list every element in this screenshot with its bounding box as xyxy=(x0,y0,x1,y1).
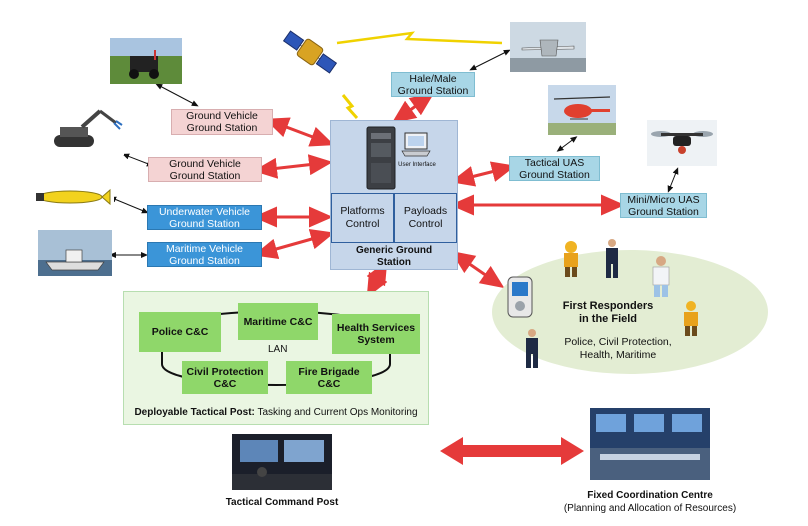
station-label-line1: Maritime Vehicle xyxy=(165,242,244,255)
health-services-node[interactable]: Health Services System xyxy=(332,314,420,354)
underwater-vehicle-station[interactable]: Underwater Vehicle Ground Station xyxy=(147,205,262,230)
tactical-post-caption: Deployable Tactical Post: Tasking and Cu… xyxy=(124,407,428,418)
ground-vehicle-station-2[interactable]: Ground Vehicle Ground Station xyxy=(148,157,262,182)
payloads-control-line1: Payloads xyxy=(403,205,448,217)
first-responders-subtitle: Police, Civil Protection, Health, Mariti… xyxy=(548,336,688,362)
fixed-coordination-centre-sub: (Planning and Allocation of Resources) xyxy=(563,503,737,514)
responders-oval xyxy=(492,250,768,374)
tactical-command-post-label: Tactical Command Post xyxy=(225,497,339,508)
firefighter-icon xyxy=(684,301,698,336)
fire-line1: Fire Brigade xyxy=(298,365,360,378)
fixed-coordination-centre-label: Fixed Coordination Centre xyxy=(587,490,713,501)
black-arrow-tactical xyxy=(556,136,578,152)
tactical-command-post-photo xyxy=(232,434,332,490)
station-label-line2: Ground Station xyxy=(628,205,699,218)
fr-title-line2: in the Field xyxy=(578,313,638,325)
generic-ground-station-title: Generic Ground Station xyxy=(331,245,457,269)
lightning-bolt-icon xyxy=(336,31,503,45)
underwater-vehicle-photo xyxy=(30,175,114,215)
black-arrow-hale xyxy=(469,49,511,71)
quadcopter-photo xyxy=(647,120,717,166)
server-rack-icon xyxy=(366,126,396,190)
black-arrow-mini xyxy=(667,167,679,193)
station-label-line2: Ground Station xyxy=(519,168,590,181)
health-line2: System xyxy=(357,334,395,346)
tracked-robot-photo xyxy=(48,103,124,155)
deployable-tactical-post: Police C&C Maritime C&C Health Services … xyxy=(123,291,429,425)
payloads-control-line2: Control xyxy=(408,218,443,230)
maritime-vehicle-station[interactable]: Maritime Vehicle Ground Station xyxy=(147,242,262,267)
red-arrow-mv xyxy=(253,228,335,260)
maritime-vehicle-photo xyxy=(38,230,112,276)
gs-title-line2: Station xyxy=(377,257,411,268)
red-arrow-hale xyxy=(391,92,435,124)
generic-ground-station[interactable]: User Interface Platforms Control Payload… xyxy=(330,120,458,270)
lan-label: LAN xyxy=(268,344,288,355)
station-label-line2: Ground Station xyxy=(169,217,240,230)
mini-micro-uas-station[interactable]: Mini/Micro UAS Ground Station xyxy=(620,193,707,218)
fr-sub-line2: Health, Maritime xyxy=(579,349,657,361)
station-label-line2: Ground Station xyxy=(169,254,240,267)
handheld-device-icon xyxy=(507,276,533,318)
fire-brigade-node[interactable]: Fire Brigade C&C xyxy=(286,361,372,394)
black-arrow-gv2 xyxy=(122,153,154,167)
first-responders-title: First Responders in the Field xyxy=(548,300,668,326)
payloads-control-cell[interactable]: Payloads Control xyxy=(394,193,457,243)
red-arrow-responders xyxy=(450,250,505,289)
station-label-line1: Mini/Micro UAS xyxy=(627,193,700,206)
station-label-line2: Ground Station xyxy=(169,169,241,182)
platforms-control-line1: Platforms xyxy=(340,205,385,217)
firefighter-icon xyxy=(564,241,578,277)
paramedic-icon xyxy=(652,256,670,297)
hale-male-station[interactable]: Hale/Male Ground Station xyxy=(391,72,475,97)
red-arrow-gv2 xyxy=(253,154,333,179)
hale-drone-photo xyxy=(510,22,586,72)
maritime-cc-node[interactable]: Maritime C&C xyxy=(238,303,318,340)
civil-line1: Civil Protection xyxy=(186,365,264,378)
red-double-arrow xyxy=(440,437,584,465)
police-cc-node[interactable]: Police C&C xyxy=(139,312,221,352)
station-label-line1: Ground Vehicle xyxy=(169,157,241,170)
station-label-line1: Tactical UAS xyxy=(524,156,585,169)
tactical-caption-bold: Deployable Tactical Post: xyxy=(134,407,255,418)
platforms-control-cell[interactable]: Platforms Control xyxy=(331,193,394,243)
lightning-bolt-icon xyxy=(341,94,359,120)
tactical-caption-rest: Tasking and Current Ops Monitoring xyxy=(254,407,418,418)
red-arrow-tactical xyxy=(450,161,516,187)
fire-line2: C&C xyxy=(317,377,341,390)
satellite-icon xyxy=(282,30,338,74)
police-officer-icon xyxy=(526,329,538,368)
gs-title-line1: Generic Ground xyxy=(355,245,433,256)
station-label-line2: Ground Station xyxy=(186,122,258,134)
police-officer-icon xyxy=(606,239,618,278)
fr-sub-line1: Police, Civil Protection, xyxy=(564,336,672,348)
black-arrow-gv1 xyxy=(155,83,199,107)
red-arrow-gv1 xyxy=(264,117,335,147)
red-arrow-tactical-post xyxy=(366,260,388,298)
station-label-line1: Underwater Vehicle xyxy=(158,205,251,218)
ground-robot-photo xyxy=(110,38,182,84)
fixed-coordination-centre-photo xyxy=(590,408,710,480)
station-label-line1: Hale/Male xyxy=(409,72,457,85)
health-line1: Health Services xyxy=(336,322,416,334)
station-label-line1: Ground Vehicle xyxy=(186,110,258,122)
civil-line2: C&C xyxy=(213,377,237,390)
platforms-control-line2: Control xyxy=(345,218,380,230)
user-interface-label: User Interface xyxy=(398,162,436,168)
laptop-icon xyxy=(401,132,431,157)
fr-title-line1: First Responders xyxy=(562,300,654,312)
tactical-uas-station[interactable]: Tactical UAS Ground Station xyxy=(509,156,600,181)
ground-vehicle-station-1[interactable]: Ground Vehicle Ground Station xyxy=(171,109,273,135)
black-arrow-uw xyxy=(109,196,149,214)
helicopter-photo xyxy=(548,85,616,135)
station-label-line2: Ground Station xyxy=(397,84,469,97)
civil-protection-node[interactable]: Civil Protection C&C xyxy=(182,361,268,394)
